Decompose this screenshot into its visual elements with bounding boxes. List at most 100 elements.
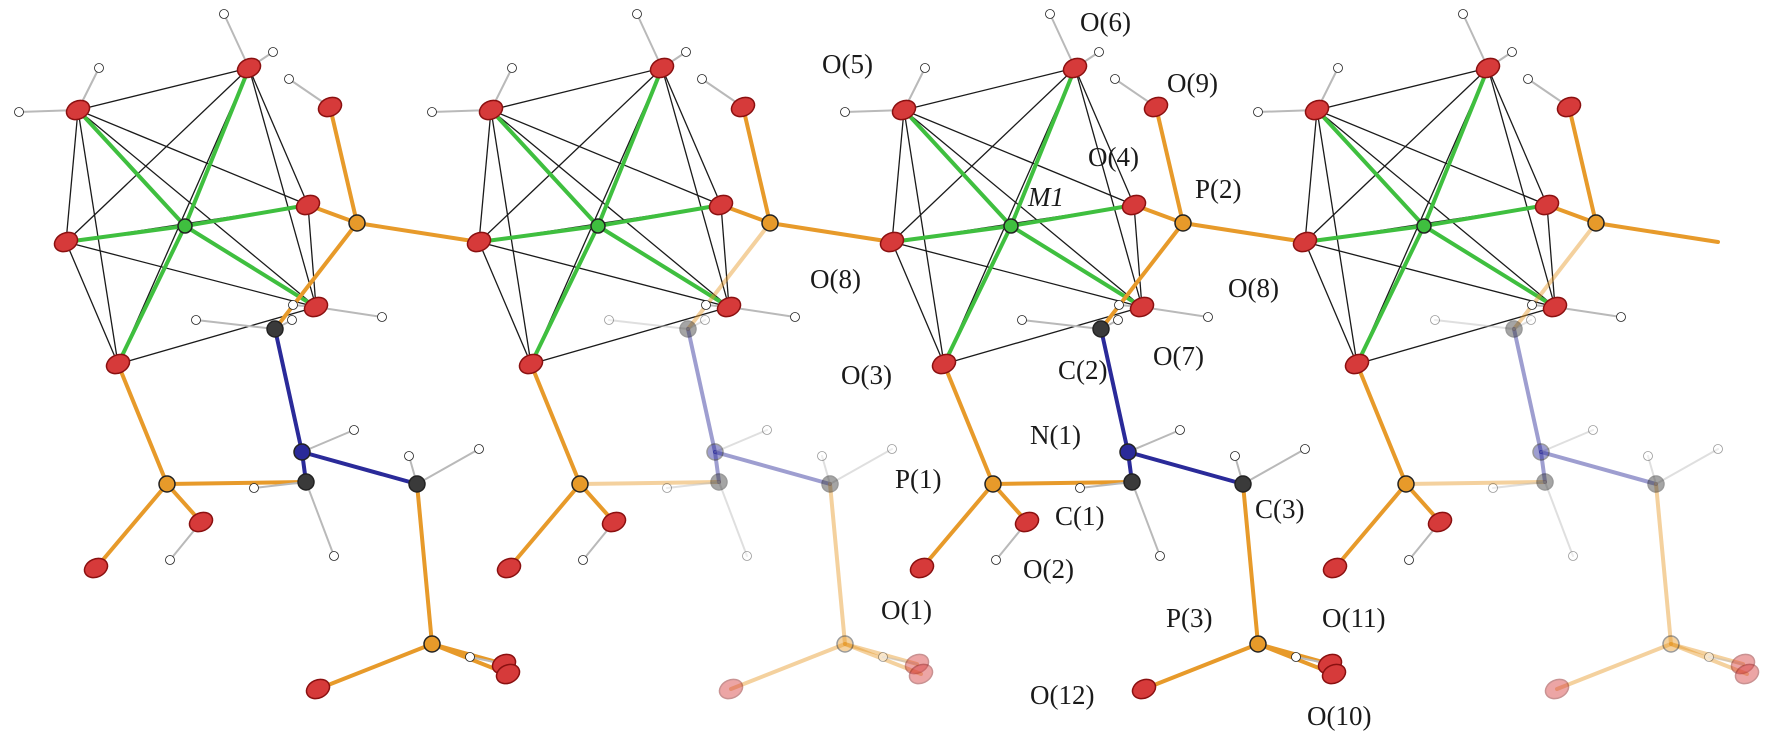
atom-h7b	[377, 312, 387, 322]
atom-o1	[909, 557, 935, 579]
atom-h1b	[329, 551, 339, 561]
atom-p3	[836, 635, 854, 653]
polyhedron-edge	[65, 241, 317, 308]
polyhedron-edge	[1074, 67, 1143, 308]
atom-h9	[1110, 74, 1120, 84]
bond	[1422, 66, 1490, 228]
atom-c2	[1092, 320, 1110, 338]
atom-h1a	[249, 483, 259, 493]
label-C2: C(2)	[1058, 355, 1108, 385]
polyhedron-edge	[1074, 67, 1135, 206]
atom-o3	[518, 353, 544, 375]
bond	[1422, 224, 1557, 309]
atom-h2a	[604, 315, 614, 325]
bond	[183, 224, 318, 309]
bond	[1492, 481, 1546, 489]
atom-h11	[878, 652, 888, 662]
label-C3: C(3)	[1255, 494, 1305, 524]
label-P3: P(3)	[1166, 603, 1213, 633]
atom-h1b	[742, 551, 752, 561]
atom-h7b	[790, 312, 800, 322]
polyhedron-edge	[478, 67, 663, 243]
label-C1: C(1)	[1055, 501, 1105, 531]
atom-o9	[730, 96, 756, 118]
atom-h5b	[1333, 63, 1343, 73]
bond	[578, 480, 721, 486]
atom-h11	[1291, 652, 1301, 662]
atom-p3	[423, 635, 441, 653]
atom-o8	[53, 231, 79, 253]
atom-o5	[478, 99, 504, 121]
atom-m1	[1416, 218, 1432, 234]
bond	[687, 319, 706, 330]
atom-c3	[1647, 475, 1665, 493]
atom-h6b	[681, 47, 691, 57]
label-O1: O(1)	[881, 595, 932, 625]
bond	[183, 203, 310, 228]
atom-h6b	[1507, 47, 1517, 57]
atom-m1	[1003, 218, 1019, 234]
polyhedron-edge	[661, 67, 730, 308]
atom-o11	[904, 653, 930, 675]
atom-h3a	[1230, 451, 1240, 461]
bond	[1512, 327, 1543, 454]
label-M1: M1	[1027, 182, 1064, 212]
atom-o2	[188, 511, 214, 533]
polyhedron-edge	[720, 204, 730, 308]
polyhedron-edge	[1316, 109, 1556, 308]
bond	[1462, 13, 1489, 69]
atom-labels: O(5) O(6) O(9) O(4) M1 P(2) O(8) O(8) O(…	[810, 7, 1385, 731]
atom-o5	[1304, 99, 1330, 121]
bond	[843, 642, 919, 666]
bridge-bond	[1181, 221, 1307, 244]
atom-h2o	[165, 555, 175, 565]
polyhedron-edge	[1316, 109, 1548, 206]
label-O4: O(4)	[1088, 142, 1139, 172]
bond	[1434, 319, 1515, 330]
atom-o2	[601, 511, 627, 533]
polyhedron-edge	[903, 109, 1143, 308]
atom-c3	[821, 475, 839, 493]
atom-h1a	[1075, 483, 1085, 493]
bond	[636, 13, 663, 69]
atom-h2b	[700, 315, 710, 325]
bond	[1669, 642, 1745, 666]
atom-hn	[1588, 425, 1598, 435]
bond	[1315, 108, 1426, 228]
atom-h3a	[1643, 451, 1653, 461]
atom-o4	[1121, 194, 1147, 216]
polyhedron-edge	[490, 109, 730, 308]
atoms	[427, 9, 934, 700]
bond	[1355, 362, 1408, 486]
atom-h9	[697, 74, 707, 84]
polyhedron-edge	[77, 109, 317, 308]
bond	[1009, 224, 1144, 309]
atom-h2a	[1430, 315, 1440, 325]
atom-o2	[1427, 511, 1453, 533]
polyhedron-edge	[248, 67, 309, 206]
atom-h1a	[662, 483, 672, 493]
atom-c1	[1123, 473, 1141, 491]
atom-h3b	[474, 444, 484, 454]
atom-h3a	[404, 451, 414, 461]
bond	[829, 448, 893, 485]
bond	[1303, 224, 1426, 244]
atom-c1	[297, 473, 315, 491]
atom-o12	[1131, 678, 1157, 700]
atom-o4	[295, 194, 321, 216]
atom-h1b	[1568, 551, 1578, 561]
label-O5: O(5)	[822, 49, 873, 79]
label-O11: O(11)	[1322, 603, 1385, 633]
bond	[477, 224, 600, 244]
atoms	[14, 9, 521, 700]
bond	[1422, 203, 1549, 228]
bond	[76, 108, 187, 228]
bond	[1333, 482, 1408, 570]
label-P1: P(1)	[895, 464, 942, 494]
atom-h5a	[840, 107, 850, 117]
atom-o8	[466, 231, 492, 253]
atom-h2o	[1404, 555, 1414, 565]
atom-o10	[908, 663, 934, 685]
atom-o1	[496, 557, 522, 579]
bond	[165, 480, 308, 486]
